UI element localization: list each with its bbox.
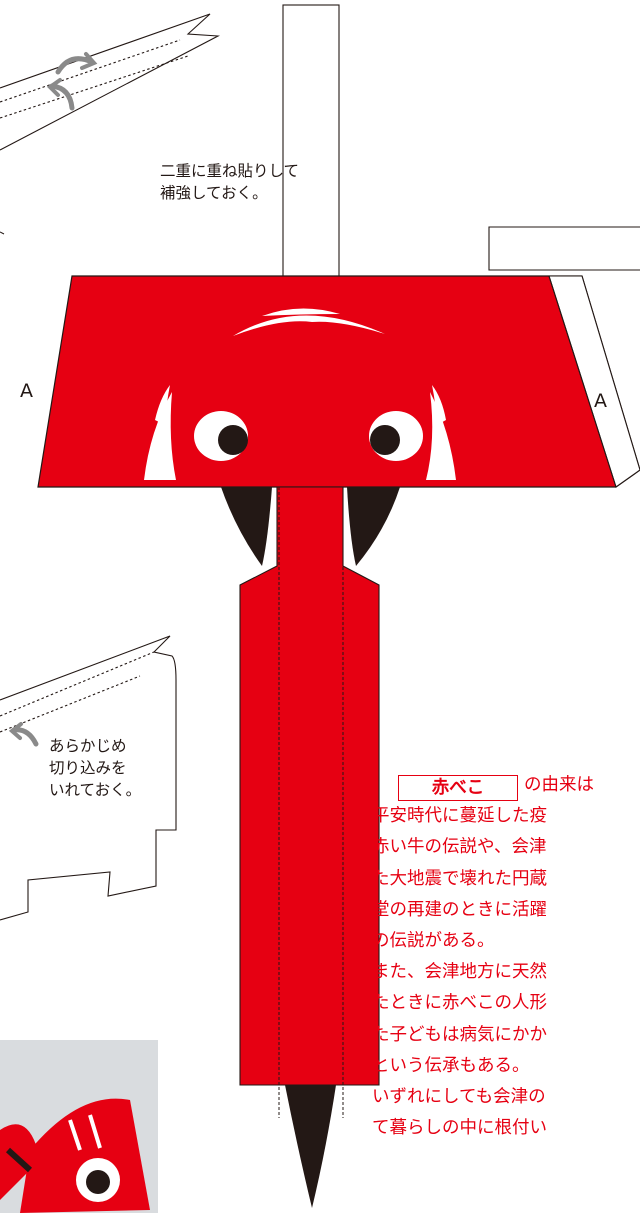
small-tab-right	[488, 226, 640, 271]
akabeko-origin-text: 赤べこの由来は 平安時代に蔓延した疫 赤い牛の伝説や、会津 た大地震で壊れた円蔵…	[372, 770, 640, 1144]
curved-arrow-icon	[8, 722, 39, 747]
akabeko-photo	[0, 1040, 158, 1213]
story-line: 平安時代に蔓延した疫	[372, 806, 547, 827]
curved-arrow-icon	[46, 78, 75, 111]
eye-right	[369, 411, 423, 461]
story-line: いずれにしても会津の	[372, 1086, 546, 1107]
reinforce-note: 二重に重ね貼りして 補強しておく。	[160, 162, 300, 202]
top-tab-strip	[282, 4, 340, 278]
curved-arrow-icon	[55, 52, 98, 75]
akabeko-head	[37, 275, 640, 488]
keyword-box: 赤べこ	[398, 775, 518, 801]
horn-left	[221, 487, 272, 566]
story-line: た子どもは病気にかか	[372, 1024, 547, 1045]
brow-decoration	[262, 308, 340, 316]
story-line-0: 赤べこの由来は	[372, 770, 640, 801]
story-line: 堂の再建のときに活躍	[372, 899, 547, 920]
brow-decoration	[233, 315, 385, 336]
tube-sketch-top	[0, 13, 220, 151]
horn-right	[347, 487, 400, 566]
story-line: という伝承もある。	[372, 1055, 530, 1076]
tail	[285, 1085, 336, 1208]
outline-fragment	[0, 231, 5, 235]
label-a-left: A	[20, 380, 33, 402]
akabeko-body-strip	[239, 486, 380, 1086]
tube-sketch-bottom	[0, 635, 177, 921]
story-line: て暮らしの中に根付い	[372, 1118, 547, 1139]
eye-left	[194, 411, 248, 461]
hair-tuft-left	[144, 392, 176, 480]
story-line: また、会津地方に天然	[372, 962, 547, 983]
hair-tuft-right	[426, 392, 456, 480]
hair-tuft-right	[432, 385, 446, 425]
label-a-right: A	[594, 390, 607, 412]
hair-tuft-left	[155, 385, 170, 425]
story-line: の伝説がある。	[372, 930, 495, 951]
story-line: た大地震で壊れた円蔵	[372, 868, 547, 889]
precut-note: あらかじめ 切り込みを いれておく。	[49, 737, 142, 799]
fold-line	[548, 275, 617, 488]
story-line: 赤い牛の伝説や、会津	[372, 837, 547, 858]
story-line: たときに赤べこの人形	[372, 993, 547, 1014]
